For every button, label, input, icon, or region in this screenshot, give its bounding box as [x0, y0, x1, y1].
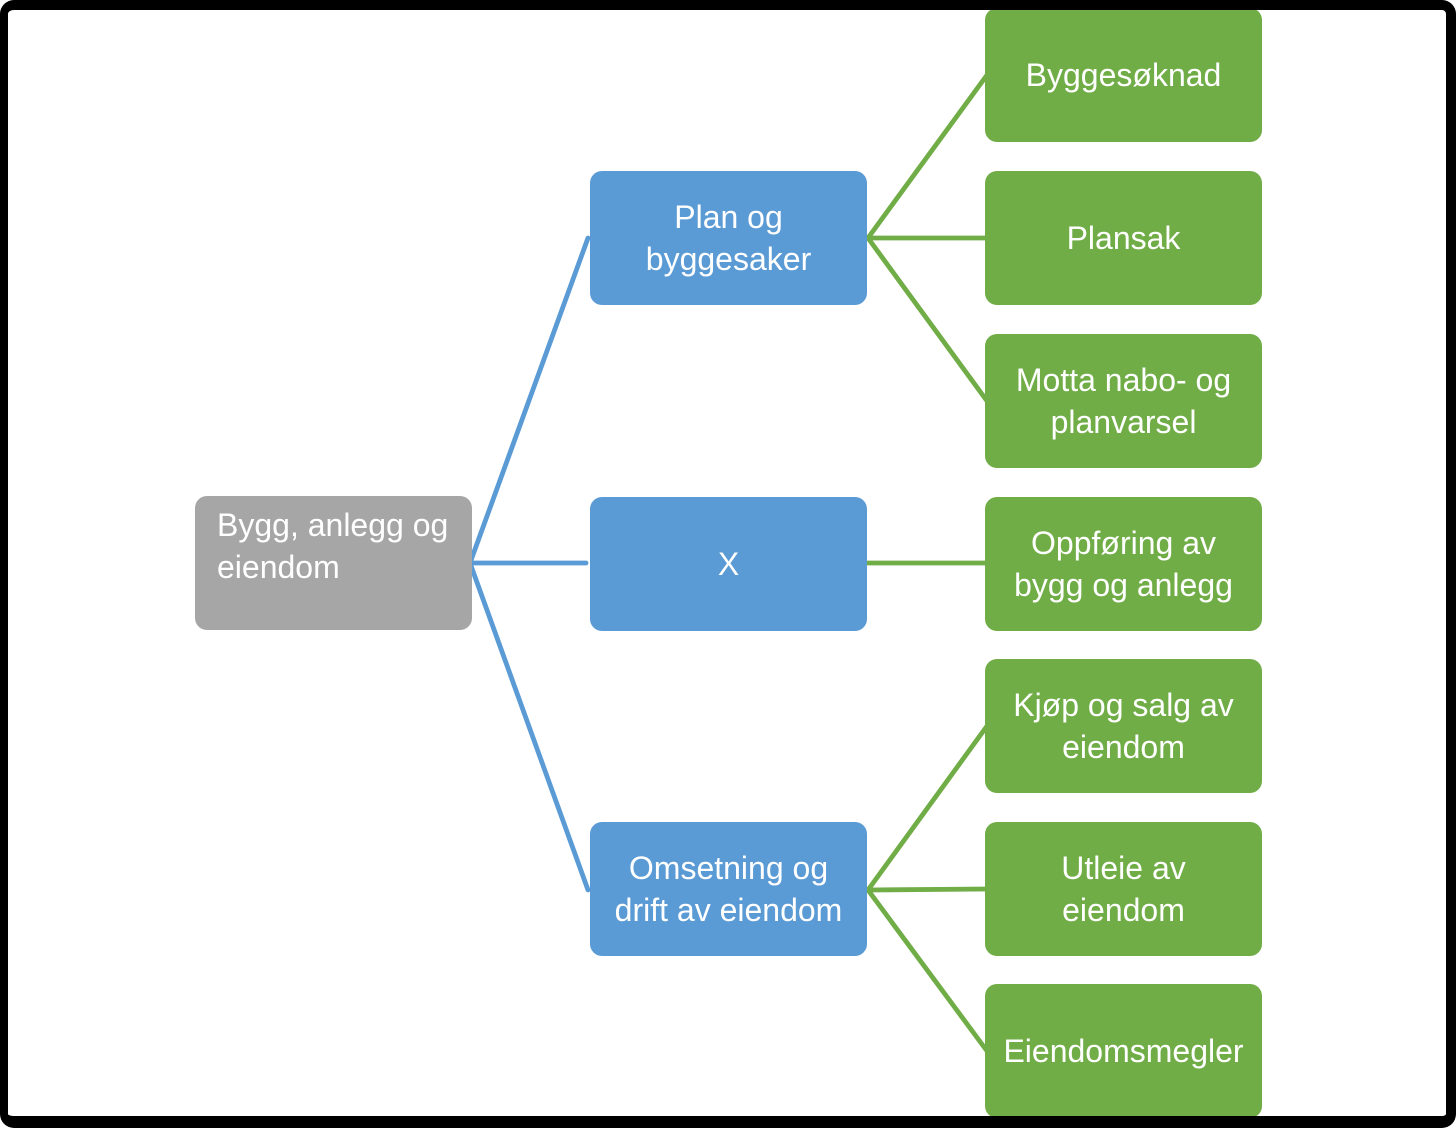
- node-leaf-utleie-av-eiendom: Utleie av eiendom: [985, 822, 1262, 956]
- node-leaf-label: Motta nabo- og planvarsel: [1015, 362, 1232, 440]
- node-root-label: Bygg, anlegg og eiendom: [217, 507, 449, 585]
- connector-branch3-leaf2: [865, 886, 990, 893]
- node-leaf-label: Eiendomsmegler: [1003, 1033, 1244, 1069]
- node-branch-omsetning-og-drift: Omsetning og drift av eiendom: [590, 822, 867, 956]
- node-leaf-oppforing-av-bygg-og-anlegg: Oppføring av bygg og anlegg: [985, 497, 1262, 631]
- node-leaf-byggesoknad: Byggesøknad: [985, 8, 1262, 142]
- node-branch-label: X: [717, 546, 740, 582]
- connector-root-branch1: [467, 235, 591, 566]
- connector-branch1-leaf3: [865, 235, 990, 404]
- connector-branch3-leaf1: [865, 723, 990, 893]
- node-leaf-kjop-og-salg-av-eiendom: Kjøp og salg av eiendom: [985, 659, 1262, 793]
- connector-branch1-leaf1: [865, 72, 990, 241]
- node-leaf-motta-nabo-og-planvarsel: Motta nabo- og planvarsel: [985, 334, 1262, 468]
- node-leaf-label: Utleie av eiendom: [1061, 850, 1186, 928]
- node-leaf-label: Plansak: [1066, 220, 1181, 256]
- node-branch-label: Plan og byggesaker: [645, 199, 812, 277]
- node-leaf-plansak: Plansak: [985, 171, 1262, 305]
- node-leaf-eiendomsmegler: Eiendomsmegler: [985, 984, 1262, 1118]
- node-branch-plan-og-byggesaker: Plan og byggesaker: [590, 171, 867, 305]
- node-leaf-label: Kjøp og salg av eiendom: [1013, 687, 1234, 765]
- node-root: Bygg, anlegg og eiendom: [195, 496, 472, 630]
- node-leaf-label: Oppføring av bygg og anlegg: [1014, 525, 1233, 603]
- node-leaf-label: Byggesøknad: [1025, 57, 1222, 93]
- node-branch-label: Omsetning og drift av eiendom: [614, 850, 843, 928]
- node-branch-x: X: [590, 497, 867, 631]
- connector-branch3-leaf3: [865, 887, 990, 1054]
- connector-root-branch3: [467, 560, 591, 893]
